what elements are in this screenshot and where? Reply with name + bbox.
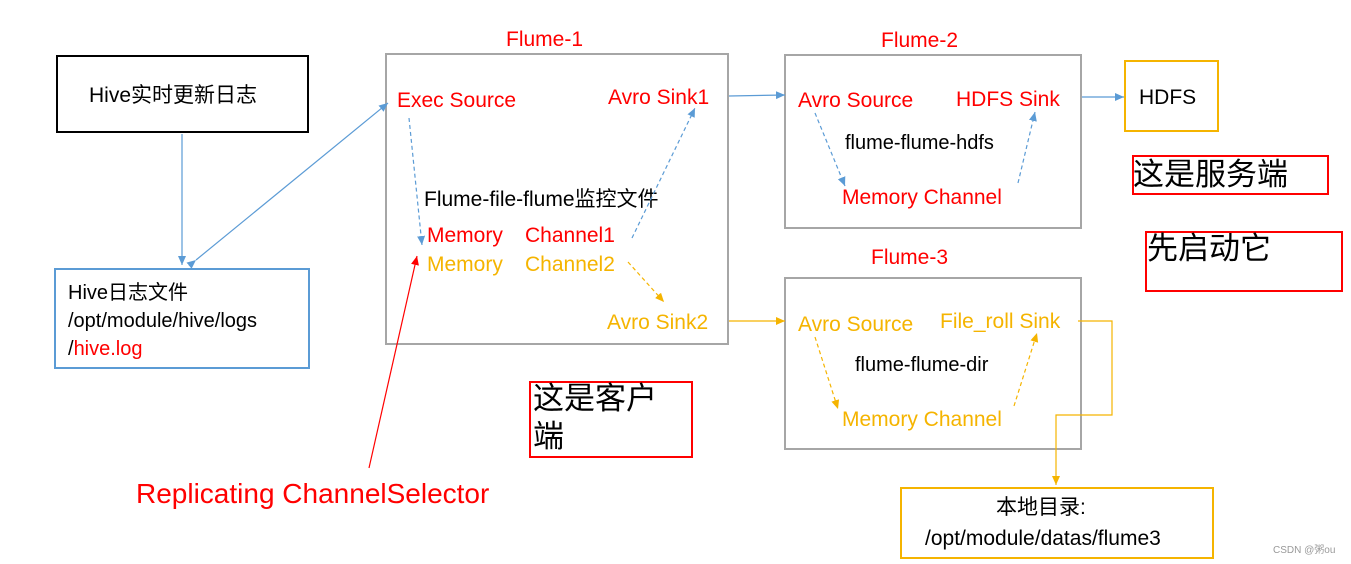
flume2-avro-source: Avro Source bbox=[798, 89, 914, 112]
flume3-memory-channel: Memory Channel bbox=[842, 408, 1002, 431]
arrow-channel2-to-sink2 bbox=[627, 261, 665, 303]
hive-log-line1: Hive日志文件 bbox=[68, 282, 189, 304]
arrow-logfile-to-exec-source bbox=[186, 102, 389, 269]
client-note-line1: 这是客户 bbox=[533, 381, 657, 416]
arrow-flume3-source-to-channel bbox=[814, 336, 840, 410]
local-dir-box bbox=[900, 487, 1214, 559]
arrow-selector-to-channels bbox=[368, 255, 419, 469]
flume1-channel2: Channel2 bbox=[525, 253, 615, 276]
flume2-box bbox=[784, 54, 1082, 229]
flume3-box bbox=[784, 277, 1082, 450]
server-note-text: 这是服务端 bbox=[1133, 157, 1288, 192]
hdfs-box bbox=[1124, 60, 1219, 132]
local-dir-line2: /opt/module/datas/flume3 bbox=[925, 527, 1161, 550]
flume3-label: flume-flume-dir bbox=[855, 354, 989, 376]
flume1-title: Flume-1 bbox=[506, 28, 584, 51]
hive-log-filename: hive.log bbox=[73, 338, 143, 360]
flume1-avro-sink2: Avro Sink2 bbox=[607, 311, 709, 334]
flume1-exec-source: Exec Source bbox=[397, 89, 517, 112]
flume2-title: Flume-2 bbox=[881, 29, 959, 52]
flume1-memory2: Memory bbox=[427, 253, 503, 276]
arrow-flume2-channel-to-sink bbox=[1017, 111, 1037, 184]
arrow-flume3-channel-to-sink bbox=[1013, 332, 1039, 407]
arrow-exec-to-channel1 bbox=[408, 117, 426, 246]
start-first-note-text: 先启动它 bbox=[1147, 231, 1271, 266]
local-dir-line1: 本地目录: bbox=[996, 496, 1086, 519]
flume1-memory1: Memory bbox=[427, 224, 503, 247]
hive-realtime-label: Hive实时更新日志 bbox=[89, 84, 258, 107]
flume3-title: Flume-3 bbox=[871, 246, 949, 269]
watermark: CSDN @粥ou bbox=[1273, 545, 1336, 556]
flume1-label: Flume-file-flume监控文件 bbox=[424, 188, 659, 211]
flume1-avro-sink1: Avro Sink1 bbox=[608, 86, 710, 109]
arrow-file-roll-to-local-dir bbox=[1052, 320, 1113, 485]
start-first-note-box bbox=[1145, 231, 1343, 292]
client-note-box bbox=[529, 381, 693, 458]
hive-log-line3: /hive.log bbox=[68, 338, 143, 361]
arrow-sink1-to-flume2 bbox=[728, 91, 786, 100]
hive-realtime-box bbox=[56, 55, 309, 133]
hive-log-line2: /opt/module/hive/logs bbox=[68, 310, 258, 332]
flume3-avro-source: Avro Source bbox=[798, 313, 914, 336]
arrow-channel1-to-sink1 bbox=[631, 107, 696, 239]
replicating-selector-label: Replicating ChannelSelector bbox=[136, 478, 490, 509]
server-note-box bbox=[1132, 155, 1329, 195]
hdfs-label: HDFS bbox=[1139, 86, 1197, 109]
client-note-line2: 端 bbox=[533, 419, 564, 454]
flume2-memory-channel: Memory Channel bbox=[842, 186, 1002, 209]
flume2-label: flume-flume-hdfs bbox=[845, 132, 994, 154]
flume3-file-roll-sink: File_roll Sink bbox=[940, 310, 1061, 333]
flume1-channel1: Channel1 bbox=[525, 224, 615, 247]
flume2-hdfs-sink: HDFS Sink bbox=[956, 88, 1060, 111]
arrow-flume2-source-to-channel bbox=[814, 112, 846, 187]
hive-log-path-prefix: / bbox=[68, 338, 74, 360]
hive-log-file-box bbox=[54, 268, 310, 369]
